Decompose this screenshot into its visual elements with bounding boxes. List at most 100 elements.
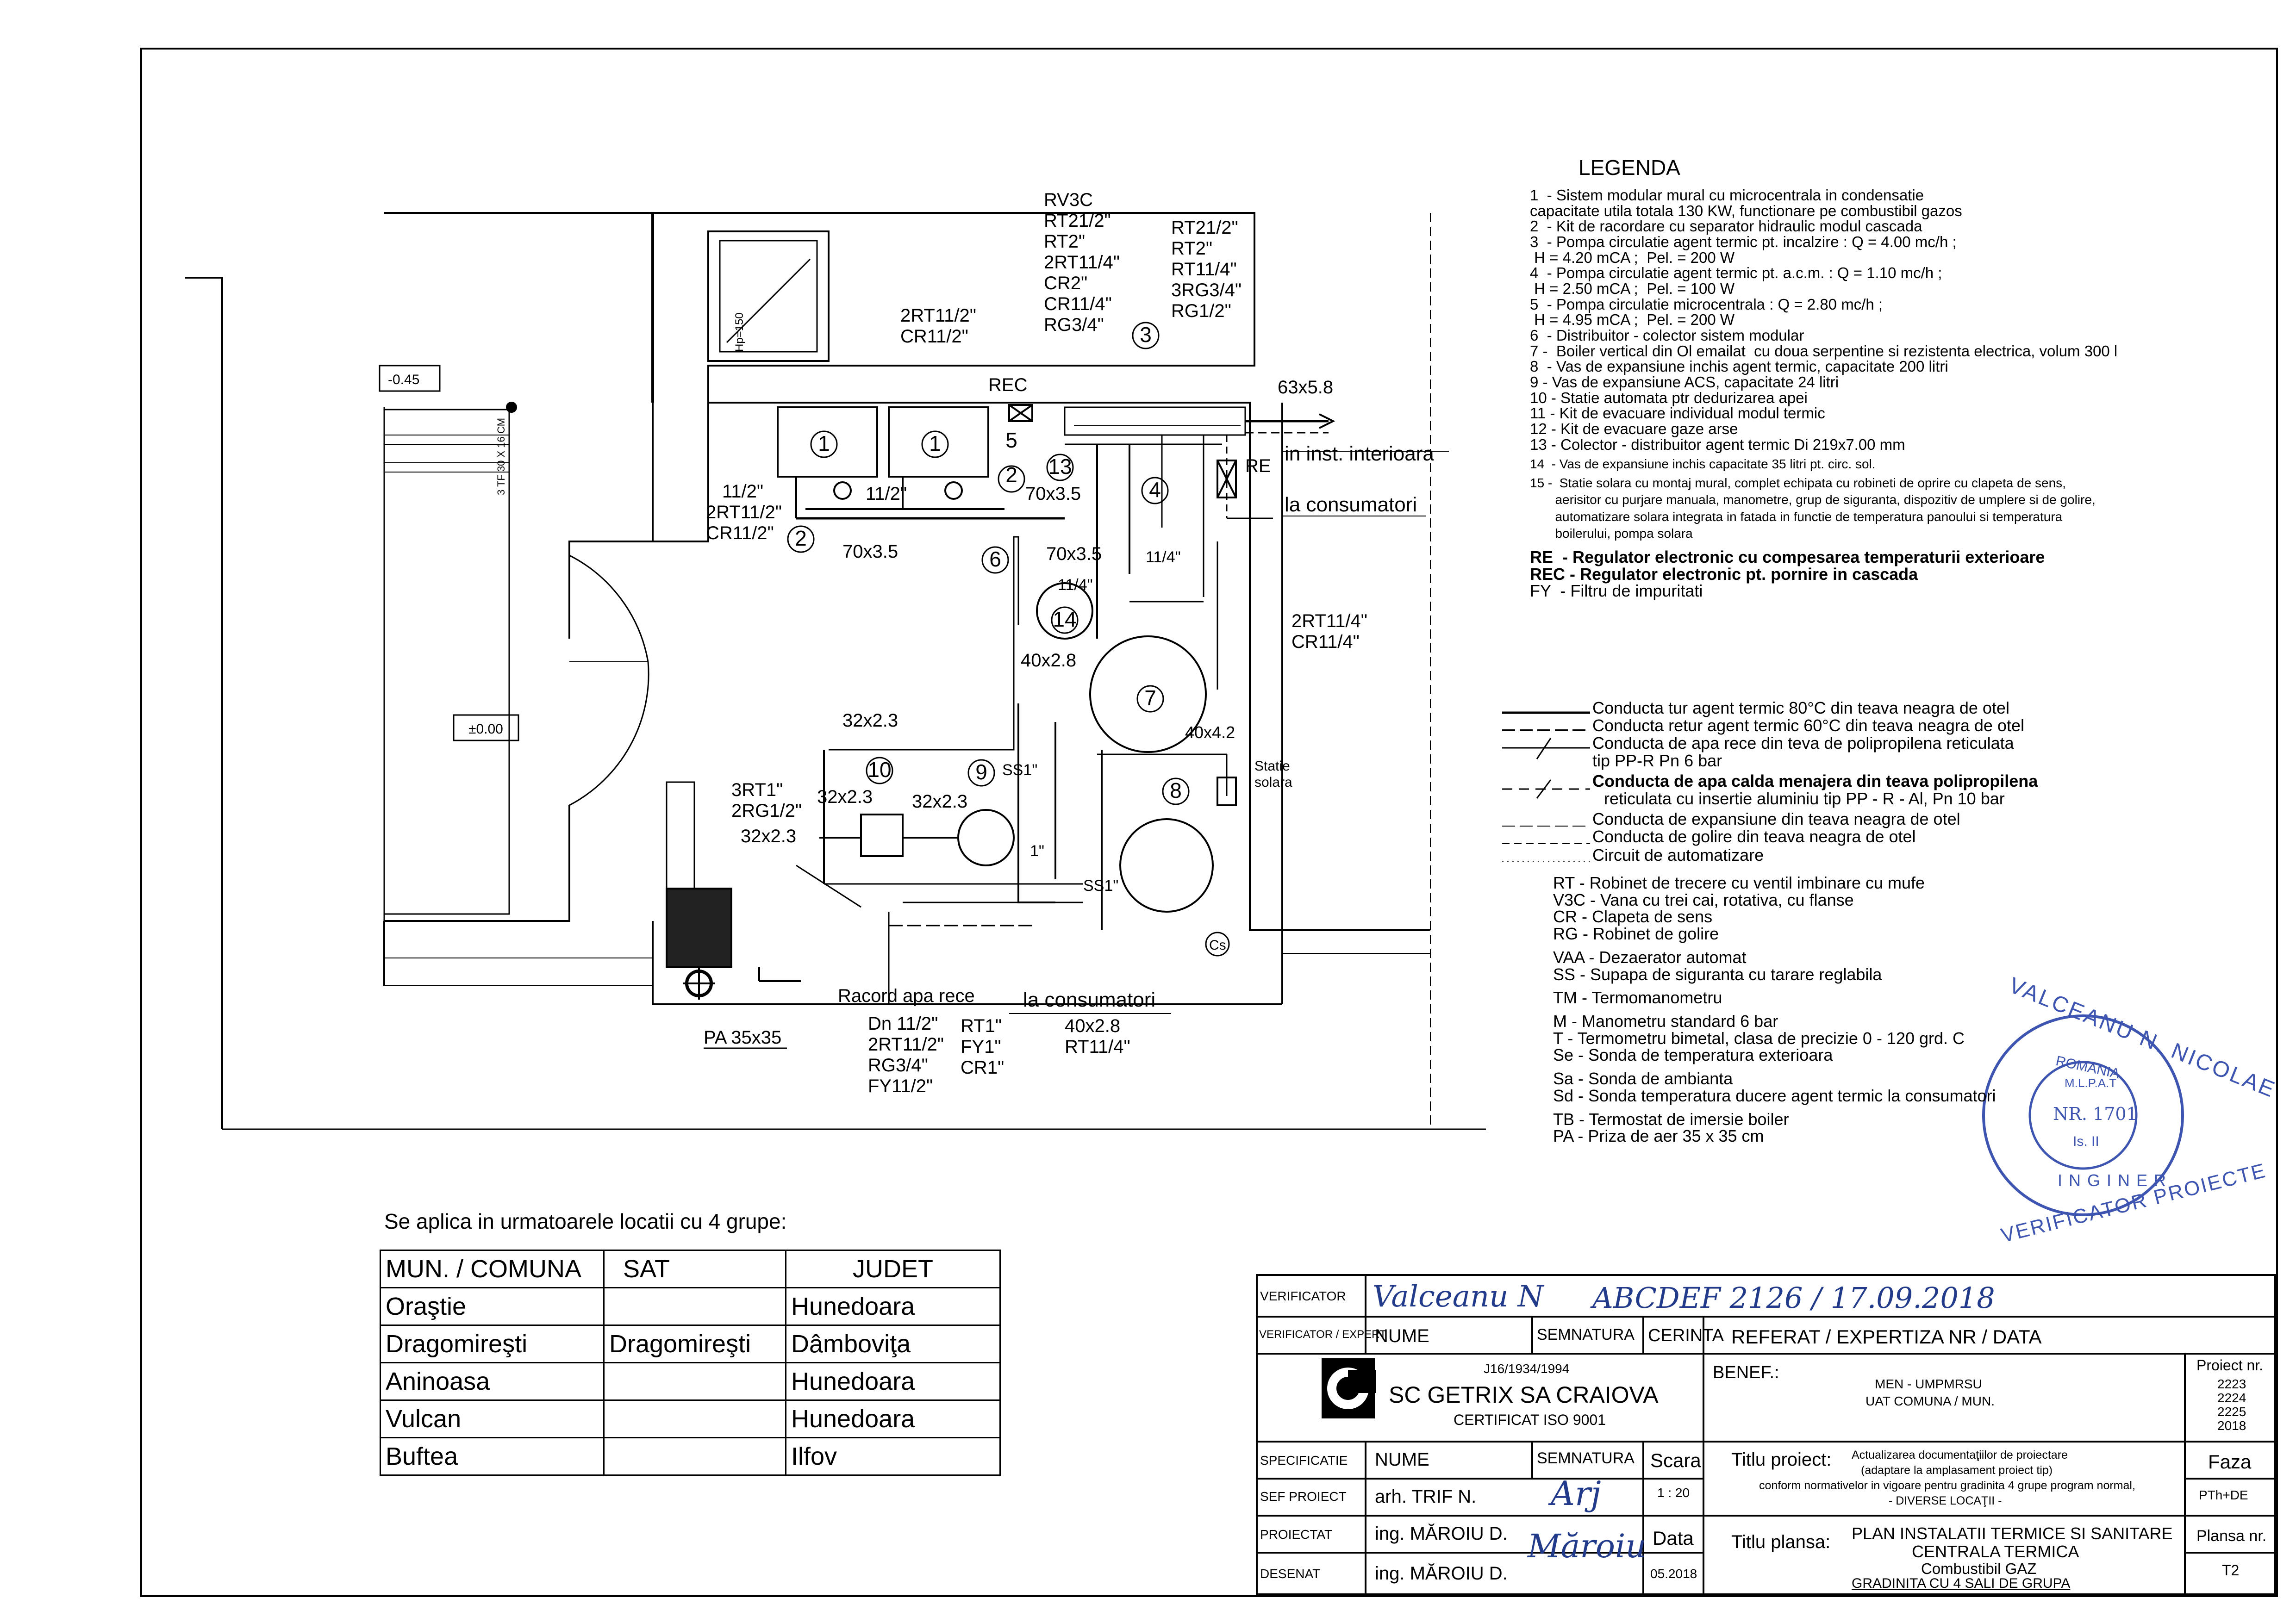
tag-2a: 2 bbox=[795, 526, 807, 550]
abbreviation: V3C - Vana cu trei cai, rotativa, cu fla… bbox=[1553, 890, 1854, 909]
tb-titlu-proiect: (adaptare la amplasament proiect tip) bbox=[1861, 1464, 2053, 1477]
lbl-rg12-2: 2RG1/2" bbox=[731, 801, 802, 821]
line-legend-item: Conducta de apa calda menajera din teava… bbox=[1592, 771, 2038, 790]
tb-proiectat: PROIECTAT bbox=[1260, 1527, 1333, 1542]
company-logo bbox=[1322, 1358, 1376, 1418]
header-cell: JUDET bbox=[785, 1250, 1001, 1288]
tb-nume-2: NUME bbox=[1375, 1449, 1429, 1470]
legend-item: 9 - Vas de expansiune ACS, capacitate 24… bbox=[1530, 373, 1839, 391]
tb-certificate: CERTIFICAT ISO 9001 bbox=[1454, 1412, 1606, 1428]
abbreviation: TM - Termomanometru bbox=[1553, 988, 1722, 1007]
air-intake-label: PA 35x35 bbox=[704, 1027, 781, 1048]
tag-13: 13 bbox=[1048, 454, 1072, 479]
lbl-cr112: CR11/2" bbox=[900, 326, 968, 347]
table-row: Buftea Ilfov bbox=[380, 1437, 1001, 1476]
lbl-p114-b: 11/4" bbox=[1058, 576, 1093, 594]
legend-item: aerisitor cu purjare manuala, manometre,… bbox=[1530, 492, 2096, 507]
table-cell bbox=[603, 1287, 786, 1326]
legend-item: 1 - Sistem modular mural cu microcentral… bbox=[1530, 187, 1924, 204]
tb-benef-2: UAT COMUNA / MUN. bbox=[1866, 1394, 1995, 1408]
lbl-in-inst: in inst. interioara bbox=[1285, 442, 1434, 465]
tag-1b: 1 bbox=[929, 431, 941, 455]
table-cell: Hunedoara bbox=[785, 1362, 1001, 1401]
lbl-p32-a: 32x2.3 bbox=[842, 710, 898, 731]
tb-sef-signature: Arj bbox=[1551, 1474, 1601, 1513]
lbl-p1: 1" bbox=[1030, 842, 1044, 860]
abbreviation-list: RT - Robinet de trecere cu ventil imbina… bbox=[1553, 874, 1996, 1145]
lbl-p114-a: 11/4" bbox=[1146, 548, 1181, 566]
table-cell: Buftea bbox=[380, 1437, 605, 1476]
lbl-rt114-c: RT11/4" bbox=[1065, 1037, 1130, 1057]
lbl-rt2112: 2RT11/2" bbox=[900, 305, 976, 326]
line-legend-item: tip PP-R Pn 6 bar bbox=[1592, 751, 1722, 770]
lbl-dfy: FY11/2" bbox=[868, 1076, 933, 1096]
table-row: Vulcan Hunedoara bbox=[380, 1399, 1001, 1438]
tag-10: 10 bbox=[867, 758, 891, 782]
legend-item: 7 - Boiler vertical din Ol emailat cu do… bbox=[1530, 342, 2118, 360]
lbl-rt1: RT1" bbox=[961, 1016, 1002, 1036]
lbl-p112-a: 11/2" bbox=[722, 481, 763, 502]
line-legend-item: Conducta de golire din teava neagra de o… bbox=[1592, 827, 1916, 846]
level-top: -0.45 bbox=[388, 372, 419, 387]
lbl-rg34-3: 3RG3/4" bbox=[1171, 280, 1242, 300]
tb-desenat: DESENAT bbox=[1260, 1567, 1321, 1581]
lbl-ss1-b: SS1" bbox=[1083, 877, 1118, 895]
table-cell: Aninoasa bbox=[380, 1362, 605, 1401]
header-cell: MUN. / COMUNA bbox=[380, 1250, 605, 1288]
sheet-border bbox=[140, 48, 2278, 1597]
lbl-p112-b: 11/2" bbox=[866, 484, 907, 504]
legend-item: automatizare solara integrata in fatada … bbox=[1530, 509, 2063, 524]
tb-faza-label: Faza bbox=[2208, 1451, 2252, 1473]
tag-3: 3 bbox=[1140, 323, 1152, 347]
tb-titlu-proiect-label: Titlu proiect: bbox=[1731, 1449, 1832, 1470]
abbreviation: RG - Robinet de golire bbox=[1553, 924, 1719, 944]
tb-proiect-nr: 2224 bbox=[2217, 1391, 2246, 1405]
tb-proiectat-signature: Măroiu bbox=[1528, 1527, 1647, 1565]
lbl-p32-d: 32x2.3 bbox=[741, 826, 796, 846]
table-cell: Dragomireşti bbox=[380, 1325, 605, 1363]
legend-item: H = 4.20 mCA ; Pel. = 200 W bbox=[1530, 249, 1735, 266]
lbl-dn: Dn 11/2" bbox=[868, 1014, 938, 1034]
legend-item: 11 - Kit de evacuare individual modul te… bbox=[1530, 404, 1825, 422]
tag-1a: 1 bbox=[818, 431, 830, 455]
line-legend-item: reticulata cu insertie aluminiu tip PP -… bbox=[1604, 789, 2005, 808]
tb-semnatura-2: SEMNATURA bbox=[1537, 1449, 1635, 1467]
lbl-re: RE bbox=[1245, 456, 1271, 476]
vent-label: 3 TF 30 X 16 CM bbox=[495, 418, 507, 495]
table-cell bbox=[603, 1362, 786, 1401]
table-cell: Dragomireşti bbox=[603, 1325, 786, 1363]
abbreviation: CR - Clapeta de sens bbox=[1553, 907, 1713, 927]
legend-item: 6 - Distribuitor - colector sistem modul… bbox=[1530, 326, 1804, 344]
tb-verificator: VERIFICATOR bbox=[1260, 1289, 1346, 1303]
tb-titlu-proiect: - DIVERSE LOCAŢII - bbox=[1889, 1494, 2002, 1507]
tb-plansa-nr-label: Plansa nr. bbox=[2196, 1527, 2267, 1545]
tb-titlu-plansa: CENTRALA TERMICA bbox=[1912, 1542, 2079, 1561]
legend-title: LEGENDA bbox=[1578, 155, 1680, 180]
lbl-statie: Statie bbox=[1254, 759, 1290, 774]
table-cell bbox=[603, 1399, 786, 1438]
legend-item: 13 - Colector - distribuitor agent termi… bbox=[1530, 435, 1905, 453]
tb-data-label: Data bbox=[1653, 1527, 1694, 1549]
tb-proiect-nr: 2223 bbox=[2217, 1377, 2246, 1391]
legend-items: 1 - Sistem modular mural cu microcentral… bbox=[1530, 187, 2215, 600]
lbl-rt212-b: RT21/2" bbox=[1171, 218, 1238, 238]
abbreviation: SS - Supapa de siguranta cu tarare regla… bbox=[1553, 964, 1882, 984]
locations-table: MUN. / COMUNA SAT JUDET Oraştie Hunedoar… bbox=[380, 1250, 1001, 1476]
tag-9: 9 bbox=[975, 760, 987, 784]
verifier-stamp bbox=[1982, 1014, 2184, 1216]
table-cell: Ilfov bbox=[785, 1437, 1001, 1476]
legend-item: 2 - Kit de racordare cu separator hidrau… bbox=[1530, 218, 1922, 235]
locations-caption: Se aplica in urmatoarele locatii cu 4 gr… bbox=[384, 1209, 787, 1233]
lbl-p32-b: 32x2.3 bbox=[817, 787, 873, 807]
lbl-rv3c: RV3C bbox=[1044, 190, 1093, 210]
tb-semnatura: SEMNATURA bbox=[1537, 1326, 1635, 1343]
tb-faza: PTh+DE bbox=[2199, 1488, 2248, 1502]
lbl-cr114-b: CR11/4" bbox=[1292, 632, 1360, 652]
header-cell: SAT bbox=[603, 1250, 786, 1288]
legend-item: 14 - Vas de expansiune inchis capacitate… bbox=[1530, 457, 1876, 472]
tag-14: 14 bbox=[1053, 607, 1076, 631]
line-legend-item: Conducta retur agent termic 60°C din tea… bbox=[1592, 716, 2024, 735]
lbl-pipe-63: 63x5.8 bbox=[1278, 377, 1333, 398]
tb-verificator-ref: ABCDEF 2126 / 17.09.2018 bbox=[1592, 1281, 1995, 1315]
